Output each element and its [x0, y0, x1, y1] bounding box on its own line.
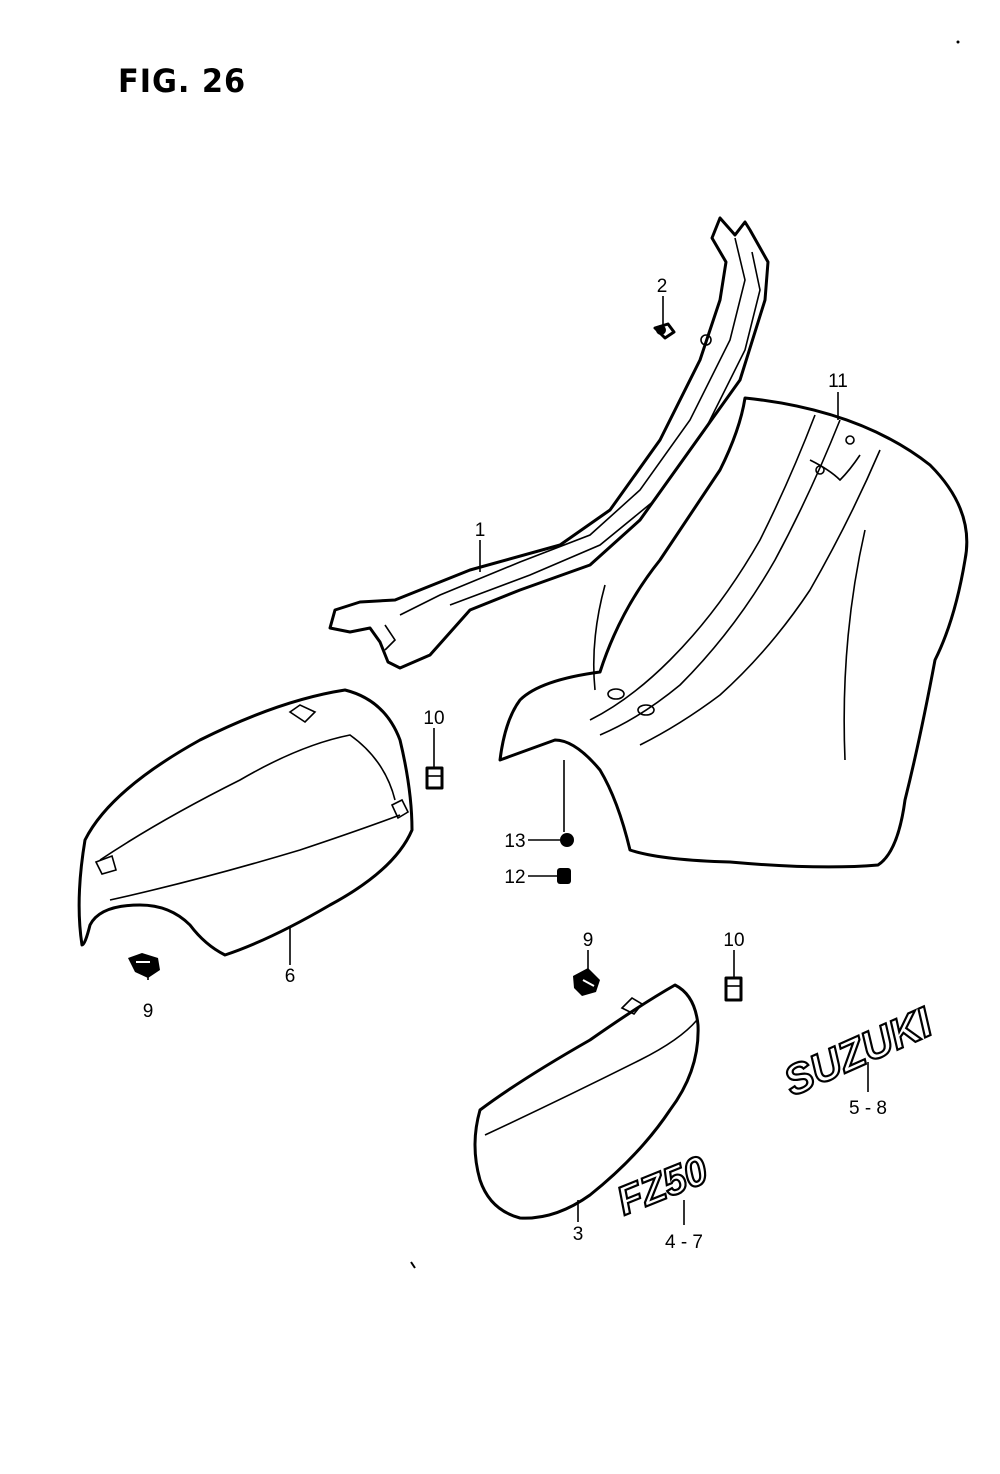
callout-10-lower: 10 [723, 930, 744, 951]
screw-hole [700, 334, 712, 346]
part-9-clip-right [573, 968, 600, 996]
part-2-screw [653, 322, 676, 340]
figure-title: FIG. 26 [118, 62, 247, 100]
scan-speck [410, 1261, 416, 1269]
callout-9-right: 9 [583, 930, 594, 951]
callout-4-7: 4 - 7 [665, 1232, 703, 1253]
callout-12: 12 [504, 867, 525, 888]
callout-2: 2 [657, 276, 668, 297]
screw-boss [637, 704, 655, 716]
part-3-side-cover-small [473, 983, 700, 1220]
callout-6: 6 [285, 966, 296, 987]
callout-3: 3 [573, 1224, 584, 1245]
part-1-frame-cover [328, 216, 770, 670]
part-4-7-model-emblem: FZ50 [610, 1147, 715, 1225]
part-5-8-brand-emblem: SUZUKI [776, 997, 941, 1106]
part-12-bolt [557, 868, 571, 884]
callout-11: 11 [828, 371, 848, 392]
callout-10-upper: 10 [423, 708, 444, 729]
part-10-grommet-lower [724, 976, 743, 1002]
callout-9-left: 9 [143, 1001, 154, 1022]
part-13-nut [560, 833, 574, 847]
callout-1: 1 [475, 520, 486, 541]
part-6-side-cover [77, 688, 414, 957]
clip-hole [845, 435, 855, 445]
part-10-grommet-upper [425, 766, 444, 790]
screw-boss [607, 688, 625, 700]
scan-speck [956, 40, 960, 44]
model-emblem-text: FZ50 [611, 1148, 714, 1224]
callout-5-8: 5 - 8 [849, 1098, 887, 1119]
part-11-leg-shield [498, 396, 969, 869]
callout-13: 13 [504, 831, 525, 852]
clip-hole [815, 465, 825, 475]
part-9-clip-left [128, 953, 160, 978]
brand-emblem-text: SUZUKI [777, 998, 940, 1105]
